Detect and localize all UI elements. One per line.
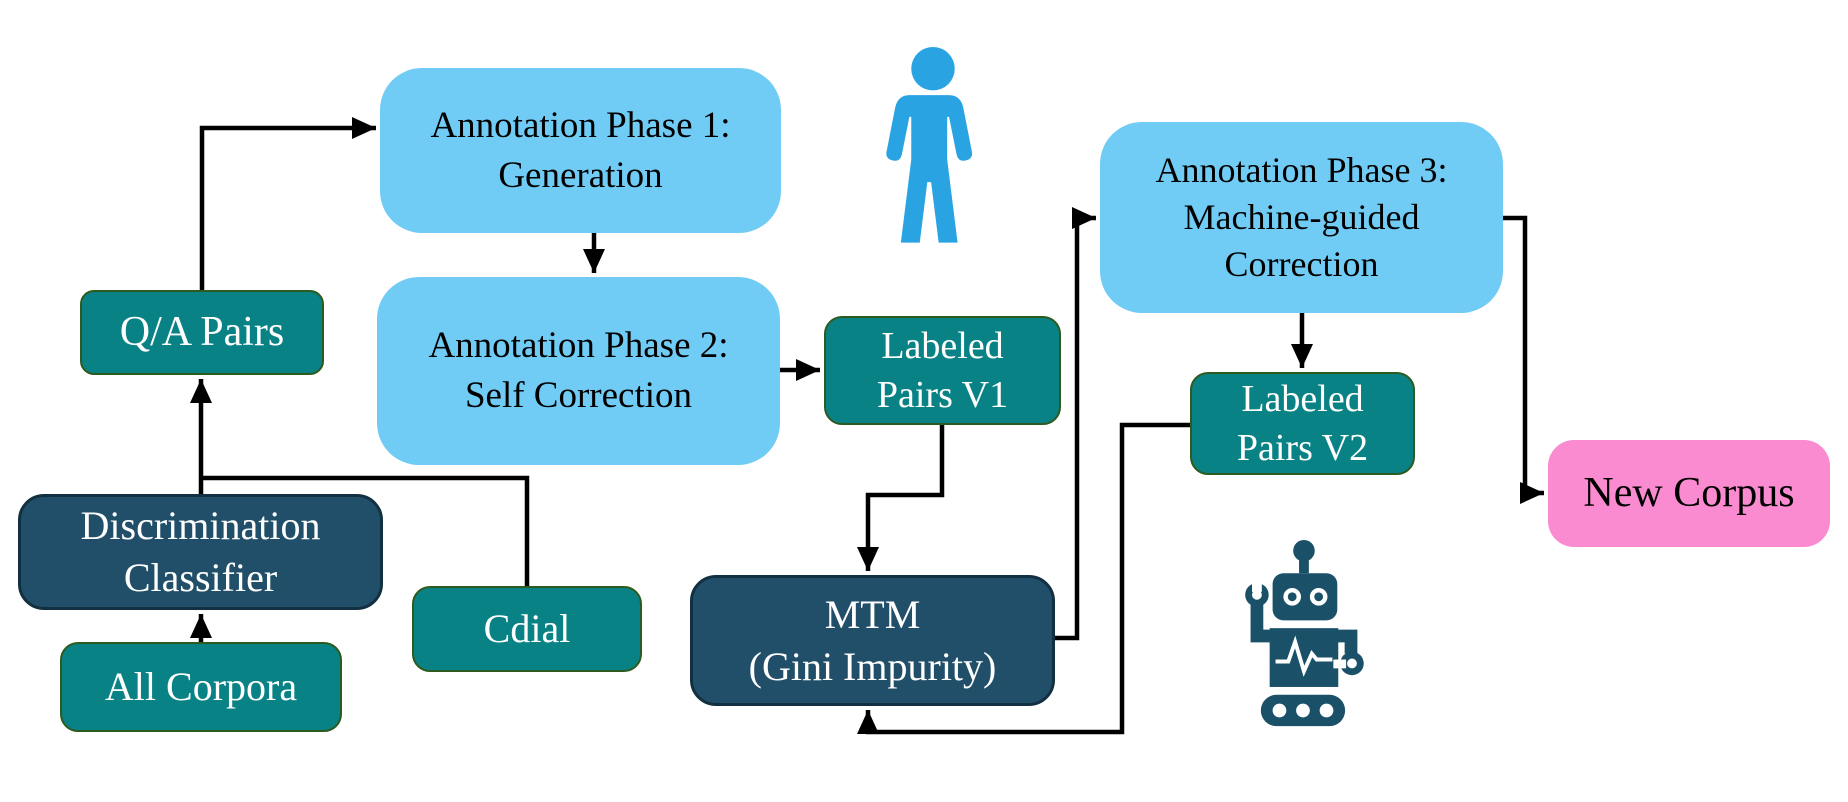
node-label: Labeled (1241, 377, 1364, 420)
node-discrimination-classifier: Discrimination Classifier (18, 494, 383, 610)
node-label: Machine-guided (1183, 197, 1420, 238)
node-qa-pairs: Q/A Pairs (80, 290, 324, 375)
node-label: Generation (498, 154, 663, 196)
arrow-phase3-to-new-corpus (1503, 215, 1544, 504)
node-label: Pairs V1 (876, 373, 1009, 416)
arrow-labeled-v1-to-mtm (857, 425, 945, 571)
node-annotation-phase-1: Annotation Phase 1: Generation (380, 68, 781, 233)
node-labeled-pairs-v2: Labeled Pairs V2 (1190, 372, 1415, 475)
node-label: Pairs V2 (1236, 426, 1369, 469)
arrow-qa-pairs-to-phase1 (199, 117, 376, 290)
node-annotation-phase-3: Annotation Phase 3: Machine-guided Corre… (1100, 122, 1503, 313)
node-label: Q/A Pairs (119, 308, 285, 355)
node-label: (Gini Impurity) (748, 643, 997, 689)
node-label: Annotation Phase 2: (428, 325, 729, 367)
node-label: Annotation Phase 3: (1155, 150, 1448, 191)
node-label: MTM (824, 591, 921, 637)
arrow-mtm-to-phase3 (1055, 207, 1096, 641)
person-icon (880, 46, 986, 254)
node-label: Discrimination (80, 503, 321, 548)
node-all-corpora: All Corpora (60, 642, 342, 732)
node-labeled-pairs-v1: Labeled Pairs V1 (824, 316, 1061, 425)
node-cdial: Cdial (412, 586, 642, 672)
node-annotation-phase-2: Annotation Phase 2: Self Correction (377, 277, 780, 465)
node-label: Self Correction (464, 375, 693, 416)
robot-icon (1222, 538, 1382, 734)
node-label: New Corpus (1583, 470, 1795, 517)
node-mtm-gini-impurity: MTM (Gini Impurity) (690, 575, 1055, 706)
node-label: Cdial (483, 606, 571, 652)
node-label: Annotation Phase 1: (430, 104, 731, 146)
node-label: Labeled (881, 324, 1004, 367)
node-new-corpus: New Corpus (1548, 440, 1830, 547)
node-label: All Corpora (104, 664, 298, 710)
node-label: Correction (1224, 243, 1379, 284)
node-label: Classifier (123, 555, 278, 600)
